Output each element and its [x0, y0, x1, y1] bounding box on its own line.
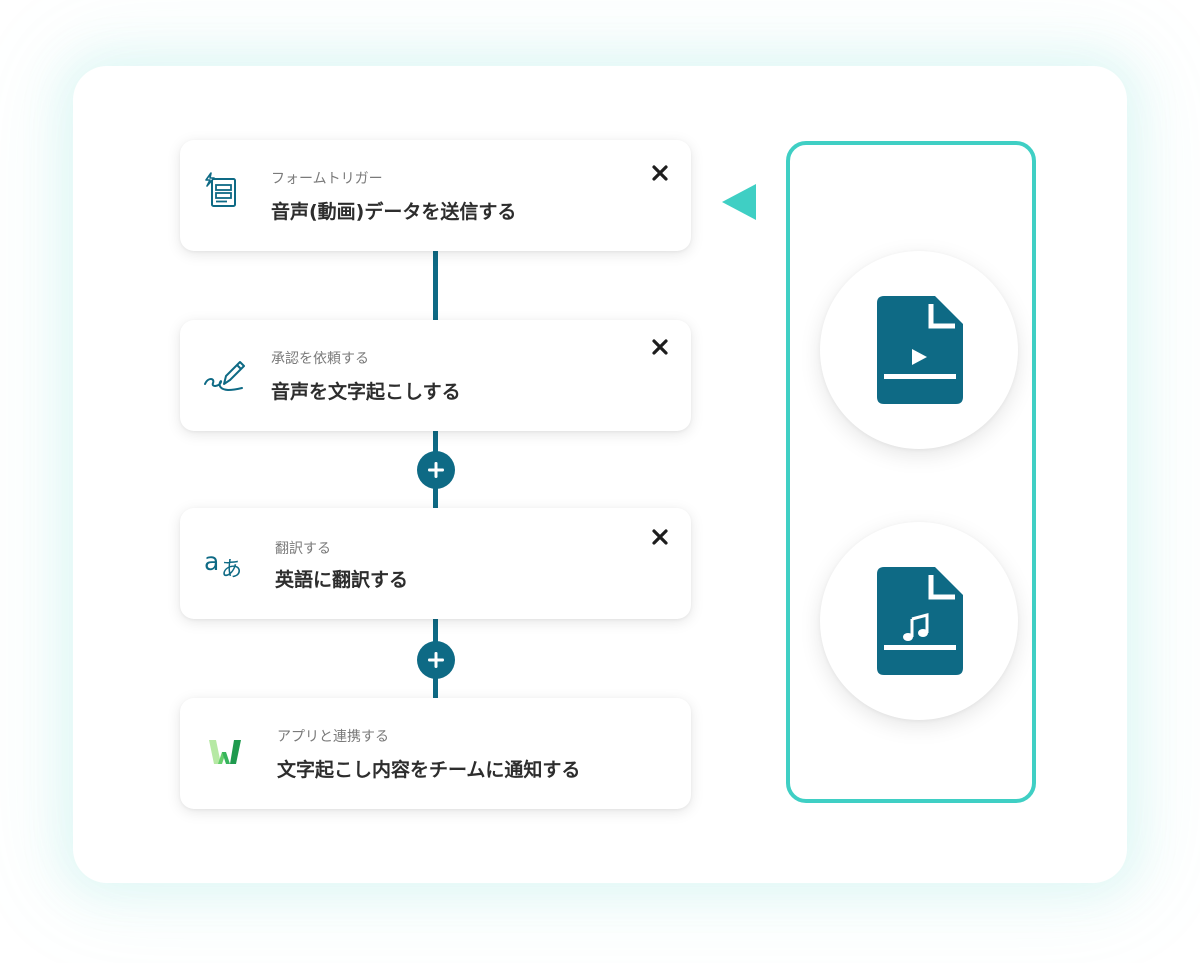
pen-signature-icon — [202, 350, 248, 396]
step-title: 音声を文字起こしする — [271, 381, 461, 403]
close-icon[interactable] — [650, 163, 670, 183]
translate-icon: a あ — [202, 538, 248, 584]
step-subtitle: フォームトリガー — [271, 171, 383, 187]
step-title: 文字起こし内容をチームに通知する — [277, 759, 581, 781]
step-subtitle: 承認を依頼する — [271, 351, 369, 367]
video-file-item[interactable] — [820, 251, 1018, 449]
add-step-button[interactable] — [417, 451, 455, 489]
flow-step-card-translate[interactable]: a あ 翻訳する 英語に翻訳する — [180, 508, 691, 619]
step-subtitle: 翻訳する — [275, 541, 331, 557]
video-file-icon — [877, 296, 963, 404]
close-icon[interactable] — [650, 527, 670, 547]
plus-icon — [428, 462, 444, 478]
flow-connector — [433, 250, 438, 322]
plus-icon — [428, 652, 444, 668]
step-title: 英語に翻訳する — [275, 569, 409, 591]
w-app-logo-icon — [202, 728, 248, 774]
pointer-triangle-icon — [722, 184, 756, 220]
add-step-button[interactable] — [417, 641, 455, 679]
flow-step-card-app-integration[interactable]: アプリと連携する 文字起こし内容をチームに通知する — [180, 698, 691, 809]
close-icon[interactable] — [650, 337, 670, 357]
audio-file-item[interactable] — [820, 522, 1018, 720]
flow-step-card-approval[interactable]: 承認を依頼する 音声を文字起こしする — [180, 320, 691, 431]
svg-text:a: a — [204, 547, 219, 576]
step-title: 音声(動画)データを送信する — [271, 201, 517, 223]
flow-step-card-form-trigger[interactable]: フォームトリガー 音声(動画)データを送信する — [180, 140, 691, 251]
svg-text:あ: あ — [221, 557, 242, 581]
step-subtitle: アプリと連携する — [277, 729, 389, 745]
form-trigger-icon — [202, 170, 248, 216]
audio-file-icon — [877, 567, 963, 675]
